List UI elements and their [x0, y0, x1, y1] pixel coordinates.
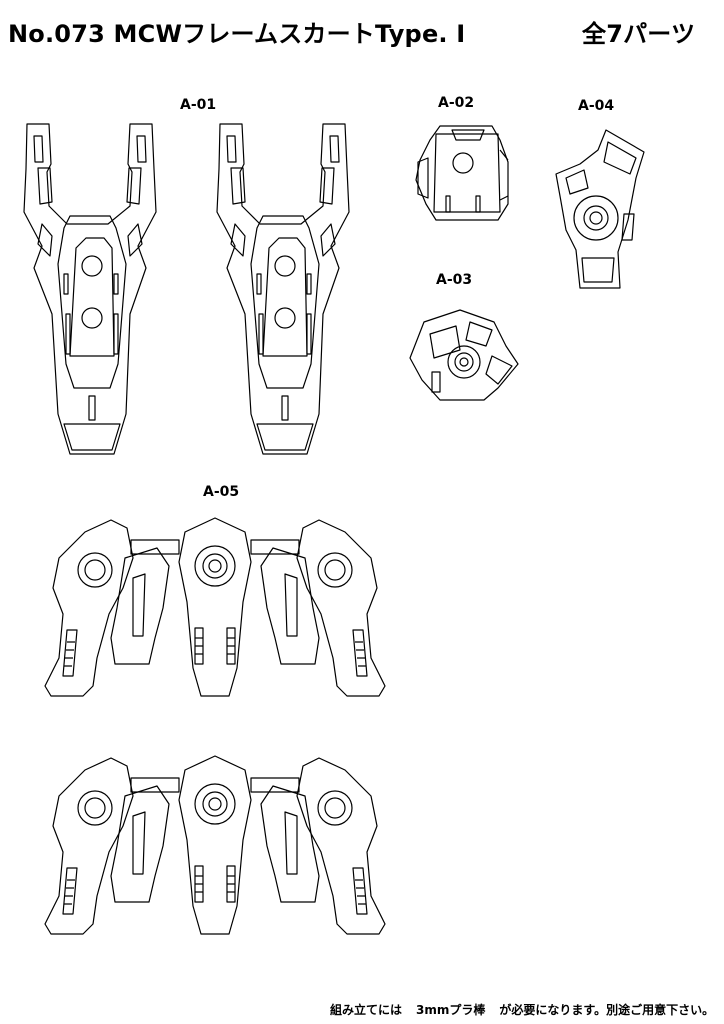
title-text: No.073 MCWフレームスカートType. I — [8, 20, 466, 48]
assembly-note: 組み立てには 3mmプラ棒が必要になります。別途ご用意下さい。 — [330, 1001, 714, 1018]
sheet-title: No.073 MCWフレームスカートType. I 全7パーツ — [8, 14, 695, 49]
part-a01-left — [23, 123, 157, 455]
label-a03: A-03 — [436, 272, 473, 288]
note-part1: 組み立てには — [330, 1003, 403, 1017]
label-a02: A-02 — [438, 95, 475, 111]
part-a05-lower — [44, 755, 386, 935]
part-a02 — [416, 126, 508, 220]
part-a03 — [410, 310, 518, 400]
label-a01: A-01 — [180, 97, 217, 113]
label-a05: A-05 — [203, 484, 240, 500]
note-part2: 3mmプラ棒 — [416, 1003, 486, 1017]
parts-count: 全7パーツ — [582, 20, 696, 48]
part-a04 — [556, 130, 644, 288]
part-a05-upper — [44, 517, 386, 697]
label-a04: A-04 — [578, 98, 615, 114]
note-part3: が必要になります。別途ご用意下さい。 — [499, 1003, 715, 1017]
part-a01-right — [216, 123, 350, 455]
